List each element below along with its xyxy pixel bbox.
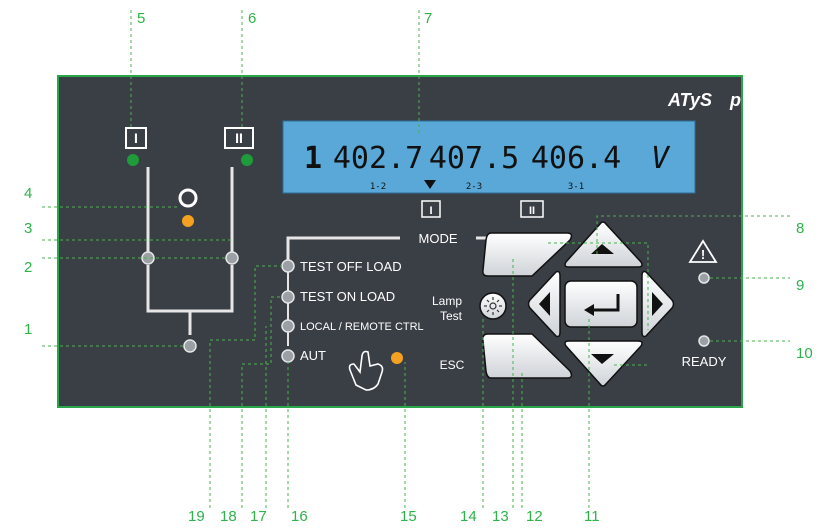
enter-icon	[588, 294, 620, 312]
up-arrow-key[interactable]	[564, 221, 643, 268]
source-1-position-led	[141, 251, 155, 265]
callout-number: 19	[188, 508, 205, 525]
callout-number: 5	[137, 10, 145, 27]
load-led	[183, 339, 197, 353]
esc-label: ESC	[440, 358, 465, 372]
zero-position-ring	[178, 188, 198, 208]
lcd-source-1-box	[421, 200, 441, 218]
test-on-load-led	[281, 290, 295, 304]
zero-position-led	[182, 215, 194, 227]
down-arrow-key[interactable]	[564, 340, 643, 387]
lcd-sub-label: 1-2	[370, 182, 386, 192]
source-2-led	[241, 154, 253, 166]
callout-number: 3	[24, 220, 32, 237]
callout-number: 1	[24, 321, 32, 338]
mode-item-label: AUT	[300, 348, 326, 363]
lamp-test-label-line1: Lamp	[432, 294, 462, 308]
source-2-box	[224, 127, 254, 149]
mode-key[interactable]	[482, 232, 573, 277]
aut-led	[281, 349, 295, 363]
remote-led	[391, 352, 403, 364]
local-remote-ctrl-led	[281, 319, 295, 333]
ready-led	[698, 335, 710, 347]
left-arrow-icon	[539, 292, 550, 316]
lcd-reading: 407.5	[429, 141, 519, 176]
callout-number: 14	[460, 508, 477, 525]
lcd-sub-label: 2-3	[466, 182, 482, 192]
callout-number: 7	[424, 10, 432, 27]
source-1-box	[125, 127, 147, 149]
switch-mimic-lines	[146, 167, 234, 335]
lcd-reading: 402.7	[333, 141, 423, 176]
lcd-source-2-label: II	[529, 205, 535, 217]
mode-item-label: TEST ON LOAD	[300, 289, 395, 304]
lamp-test-key[interactable]	[479, 292, 507, 320]
callout-number: 15	[400, 508, 417, 525]
mode-title: MODE	[419, 231, 458, 246]
source-1-led	[127, 154, 139, 166]
right-arrow-icon	[652, 292, 663, 316]
lcd-source-2-box	[520, 200, 544, 218]
brand-logo: ATyS	[667, 90, 712, 110]
source-1-label: I	[134, 130, 138, 146]
callout-number: 12	[526, 508, 543, 525]
warning-triangle-icon	[688, 239, 718, 263]
ready-label: READY	[682, 354, 727, 369]
lcd-reading: 406.4	[531, 141, 621, 176]
source-2-position-led	[225, 251, 239, 265]
callout-leaders	[42, 10, 790, 508]
callout-number: 6	[248, 10, 256, 27]
callout-number: 17	[250, 508, 267, 525]
lamp-sun-icon	[484, 297, 502, 315]
lamp-test-label-line2: Test	[440, 309, 463, 323]
lcd-sub-label: 3-1	[568, 182, 584, 192]
callout-number: 2	[24, 259, 32, 276]
hand-touch-icon	[348, 350, 384, 391]
callout-number: 10	[796, 345, 813, 362]
lcd-display	[282, 120, 696, 194]
test-off-load-led	[281, 259, 295, 273]
mode-item-label: TEST OFF LOAD	[300, 259, 402, 274]
callout-number: 8	[796, 220, 804, 237]
down-arrow-icon	[591, 354, 614, 364]
callout-number: 18	[220, 508, 237, 525]
fault-led	[698, 272, 710, 284]
source-2-label: II	[235, 130, 243, 146]
mode-item-label: LOCAL / REMOTE CTRL	[300, 321, 424, 333]
warning-symbol: !	[701, 247, 705, 262]
esc-key[interactable]	[482, 333, 573, 379]
enter-arrow-icon	[584, 304, 594, 316]
lcd-cursor-arrow-icon	[424, 180, 436, 189]
callout-number: 4	[24, 185, 32, 202]
callout-number: 16	[291, 508, 308, 525]
callout-number: 13	[492, 508, 509, 525]
enter-key[interactable]	[564, 280, 638, 328]
mode-bracket-line	[286, 236, 400, 266]
callout-number: 9	[796, 277, 804, 294]
brand-logo-suffix: p	[729, 90, 741, 110]
lcd-phase-indicator: 1	[304, 141, 322, 176]
callout-number: 11	[584, 508, 600, 525]
lcd-source-1-label: I	[429, 205, 432, 217]
lcd-unit: V	[651, 141, 671, 176]
